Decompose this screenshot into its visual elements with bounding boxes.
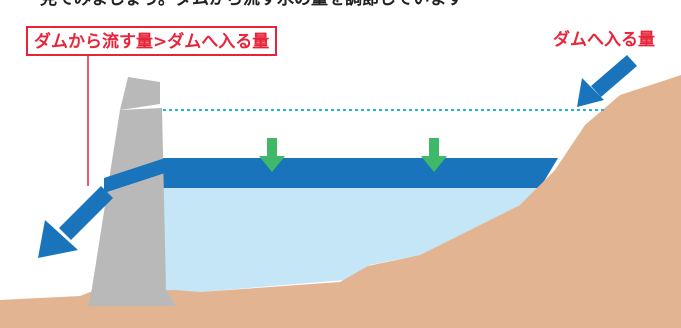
outflow-label: ダムから流す量>ダムへ入る量 (26, 26, 278, 56)
dam-top (120, 77, 160, 110)
dam-body (88, 108, 176, 306)
outflow-arrow-icon (38, 186, 113, 258)
water-level-drop-band (160, 158, 558, 188)
reservoir-water (160, 188, 540, 292)
cut-off-header-text: 見てみましょう。ダムから流す水の量を調節しています (40, 0, 680, 9)
level-down-arrow-icon (421, 138, 447, 172)
level-down-arrow-icon (259, 138, 285, 172)
inflow-label: ダムへ入る量 (553, 30, 655, 50)
ground (0, 75, 681, 328)
outflow-band (104, 158, 165, 193)
inflow-arrow-icon (577, 55, 637, 107)
